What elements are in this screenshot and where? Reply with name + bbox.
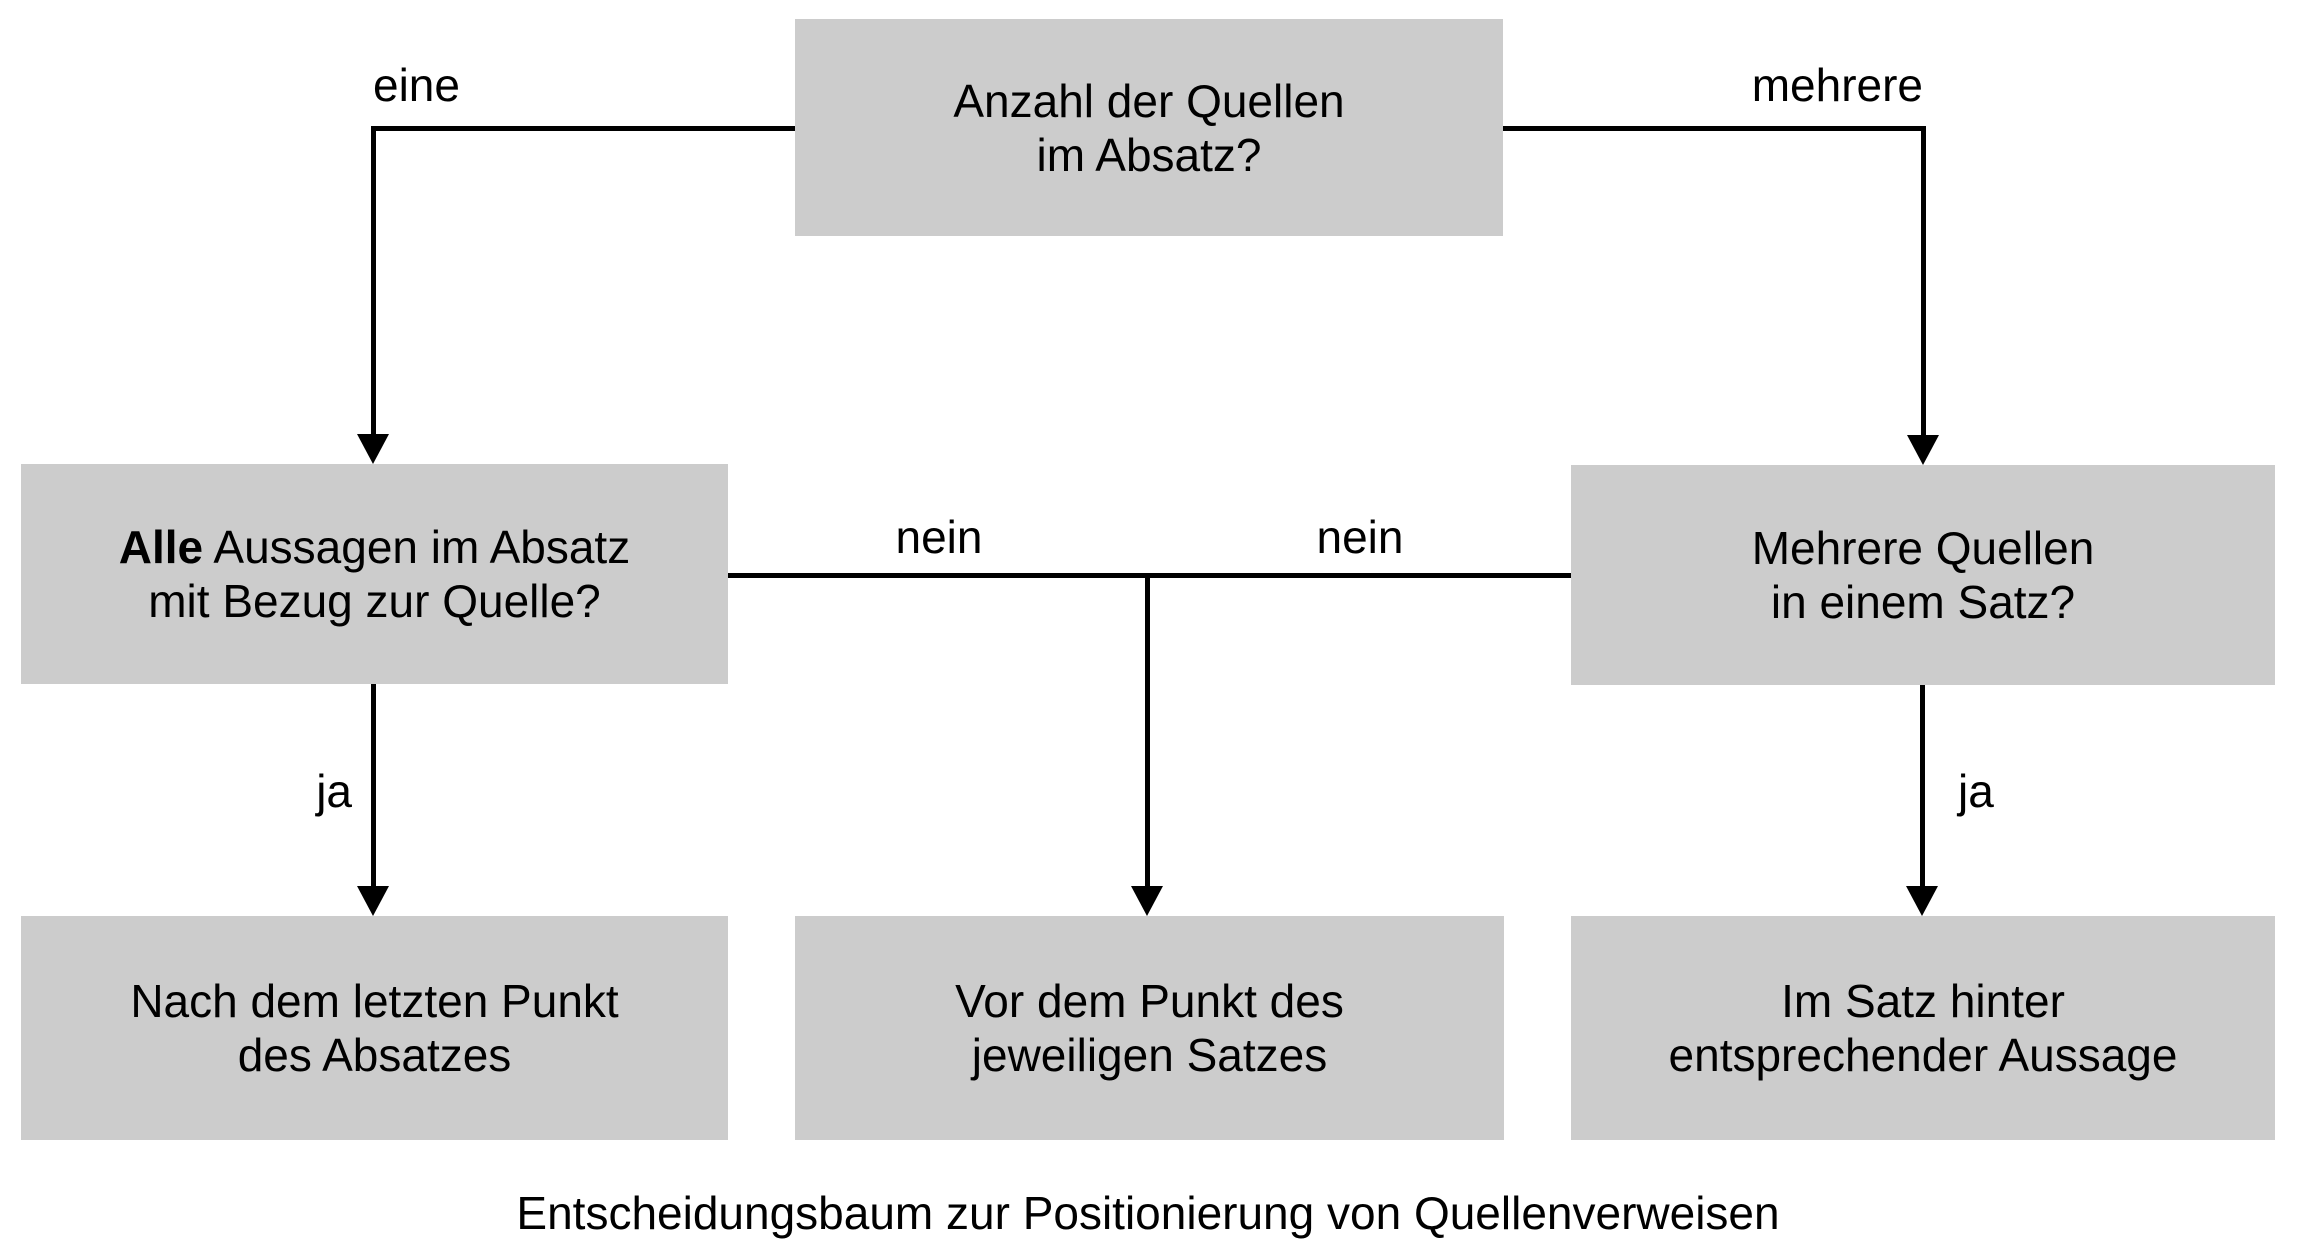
node-right-question: Mehrere Quellen in einem Satz?: [1571, 465, 2275, 685]
edge-ja-left-vertical-line: [371, 684, 376, 890]
arrowhead-down-icon: [357, 434, 389, 464]
node-left-question: Alle Aussagen im Absatz mit Bezug zur Qu…: [21, 464, 728, 684]
node-result-right: Im Satz hinter entsprechender Aussage: [1571, 916, 2275, 1140]
node-text-line: jeweiligen Satzes: [971, 1029, 1328, 1081]
node-text-line: Alle Aussagen im Absatz: [119, 520, 630, 574]
edge-label-eine: eine: [373, 59, 460, 111]
arrowhead-down-icon: [1907, 435, 1939, 465]
edge-mehrere-horizontal-line: [1501, 126, 1926, 131]
node-text-line: des Absatzes: [237, 1029, 512, 1081]
diagram-caption: Entscheidungsbaum zur Positionierung von…: [516, 1187, 1780, 1239]
node-text-line: Mehrere Quellen: [1751, 522, 2095, 574]
node-result-middle: Vor dem Punkt des jeweiligen Satzes: [795, 916, 1504, 1140]
node-text-line: Vor dem Punkt des: [955, 975, 1344, 1027]
node-text-line: im Absatz?: [1036, 128, 1262, 181]
node-text-line: in einem Satz?: [1770, 576, 2076, 628]
edge-label-ja-left: ja: [316, 765, 352, 817]
node-text-line: entsprechender Aussage: [1668, 1029, 2178, 1081]
edge-label-nein-right: nein: [1316, 511, 1404, 563]
edge-eine-vertical-line: [371, 126, 376, 440]
edge-mehrere-vertical-line: [1921, 126, 1926, 440]
arrowhead-down-icon: [357, 886, 389, 916]
edge-label-mehrere: mehrere: [1751, 59, 1923, 111]
arrowhead-down-icon: [1906, 886, 1938, 916]
edge-eine-horizontal-line: [371, 126, 797, 131]
arrowhead-down-icon: [1131, 886, 1163, 916]
node-result-left: Nach dem letzten Punkt des Absatzes: [21, 916, 728, 1140]
edge-ja-right-vertical-line: [1920, 685, 1925, 890]
node-text-line: Nach dem letzten Punkt: [130, 975, 619, 1027]
bold-text: Alle: [118, 521, 204, 573]
node-text-line: Anzahl der Quellen: [953, 74, 1345, 127]
regular-text: Aussagen im Absatz: [213, 521, 631, 573]
edge-nein-vertical-line: [1145, 573, 1150, 890]
edge-label-ja-right: ja: [1958, 765, 1994, 817]
node-text-line: Im Satz hinter: [1781, 975, 2065, 1027]
edge-label-nein-left: nein: [895, 511, 983, 563]
node-root-question: Anzahl der Quellen im Absatz?: [795, 19, 1503, 236]
node-text-line: mit Bezug zur Quelle?: [148, 575, 601, 627]
